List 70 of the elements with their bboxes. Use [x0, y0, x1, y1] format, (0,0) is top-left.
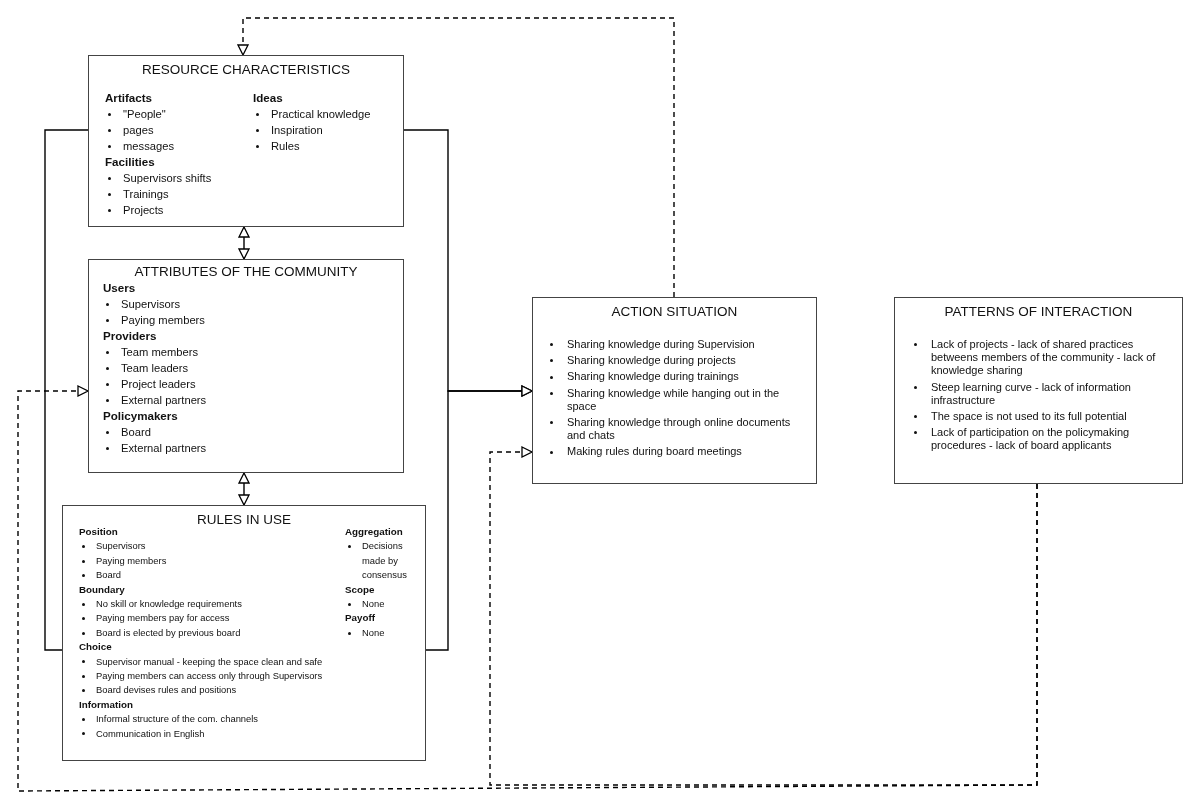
bullet-item: Team leaders	[103, 360, 383, 376]
arrow	[425, 385, 533, 651]
bullet-item: Sharing knowledge during Supervision	[547, 338, 807, 352]
bullet-item: Decisions made by consensus	[345, 539, 421, 583]
box-heading: PATTERNS OF INTERACTION	[943, 304, 1134, 319]
bullet-item: Board devises rules and positions	[79, 683, 341, 698]
section-heading: Ideas	[253, 90, 284, 106]
bullet-item: Lack of projects - lack of shared practices betweens members of the community - lack of knowledge sharing	[911, 338, 1179, 378]
bullet-item: Steep learning curve - lack of information infrastructure	[911, 380, 1179, 407]
connector-line	[44, 129, 89, 651]
bullet-item: "People"	[105, 106, 245, 122]
bullet-item: Paying members	[79, 553, 341, 569]
section-heading: Position	[79, 525, 119, 539]
bullet-item: Communication in English	[79, 726, 341, 742]
arrow	[238, 472, 250, 506]
bullet-item: Board	[103, 424, 383, 440]
bullet-item: Paying members pay for access	[79, 611, 341, 626]
bullet-item: Supervisors	[79, 539, 341, 554]
section-heading: Users	[103, 280, 137, 296]
bullet-item: Paying members	[103, 312, 383, 328]
bullet-item: Lack of participation on the policymaking procedures - lack of board applicants	[911, 426, 1179, 453]
section-heading: Facilities	[105, 154, 156, 170]
box-heading: RESOURCE CHARACTERISTICS	[141, 62, 351, 77]
bullet-item: messages	[105, 138, 245, 154]
section-heading: Boundary	[79, 582, 126, 597]
section-heading: Artifacts	[105, 90, 154, 106]
bullet-item: Board is elected by previous board	[79, 625, 341, 641]
bullet-item: The space is not used to its full potential	[911, 410, 1179, 424]
section-heading: Policymakers	[103, 408, 179, 424]
bullet-item: Sharing knowledge while hanging out in the space	[547, 386, 807, 413]
framework-box	[532, 297, 817, 484]
bullet-item: Board	[79, 568, 341, 583]
section-heading: Payoff	[345, 611, 376, 626]
bullet-item: Project leaders	[103, 376, 383, 392]
section-heading: Scope	[345, 582, 376, 597]
bullet-item: None	[345, 625, 421, 641]
bullet-item: Inspiration	[253, 122, 398, 138]
section-heading: Information	[79, 697, 134, 712]
box-heading: ATTRIBUTES OF THE COMMUNITY	[133, 264, 359, 279]
bullet-item: Trainings	[105, 186, 245, 202]
bullet-item: Paying members can access only through Supervisors	[79, 669, 341, 684]
bullet-item: Making rules during board meetings	[547, 445, 807, 459]
bullet-item: Sharing knowledge during projects	[547, 354, 807, 368]
bullet-item: Sharing knowledge through online documents and chats	[547, 416, 807, 443]
framework-box	[62, 505, 426, 761]
arrow	[17, 385, 1038, 792]
bullet-item: Informal structure of the com. channels	[79, 712, 341, 727]
bullet-item: Supervisor manual - keeping the space clean and safe	[79, 654, 341, 670]
bullet-item: Rules	[253, 138, 398, 154]
section-heading: Providers	[103, 328, 158, 344]
bullet-item: External partners	[103, 440, 383, 456]
bullet-item: External partners	[103, 392, 383, 408]
section-heading: Choice	[79, 640, 113, 655]
bullet-item: Practical knowledge	[253, 106, 398, 122]
box-heading: ACTION SITUATION	[610, 304, 739, 319]
bullet-item: No skill or knowledge requirements	[79, 597, 341, 612]
bullet-item: Supervisors	[103, 296, 383, 312]
bullet-item: Projects	[105, 202, 245, 218]
bullet-item: Team members	[103, 344, 383, 360]
bullet-item: pages	[105, 122, 245, 138]
arrow	[237, 17, 675, 298]
framework-box	[894, 297, 1183, 484]
framework-box	[88, 55, 404, 227]
bullet-item: None	[345, 597, 421, 612]
box-heading: RULES IN USE	[196, 512, 292, 527]
section-heading: Aggregation	[345, 525, 404, 539]
bullet-item: Supervisors shifts	[105, 170, 245, 186]
framework-box	[88, 259, 404, 473]
bullet-item: Sharing knowledge during trainings	[547, 370, 807, 384]
arrow	[238, 226, 250, 260]
